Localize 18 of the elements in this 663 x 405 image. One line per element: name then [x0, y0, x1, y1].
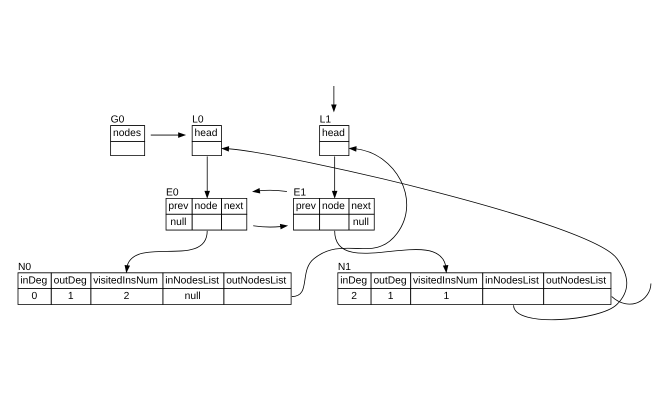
node-label: G0 — [110, 114, 124, 126]
arrow — [332, 156, 338, 199]
arrow — [124, 230, 208, 274]
arrow — [252, 188, 288, 194]
arrow — [221, 146, 628, 320]
node-label: E0 — [166, 188, 179, 199]
arrow — [331, 86, 337, 112]
arrow — [252, 224, 288, 230]
node-label: N0 — [18, 262, 32, 273]
node-label: L0 — [192, 114, 204, 126]
node-label: L1 — [320, 114, 332, 126]
node-label: N1 — [338, 262, 351, 273]
connector — [611, 283, 652, 305]
arrow — [204, 156, 210, 199]
arrow — [292, 146, 408, 297]
arrow — [150, 132, 186, 138]
node-label: E1 — [294, 188, 306, 199]
arrow — [334, 230, 448, 274]
